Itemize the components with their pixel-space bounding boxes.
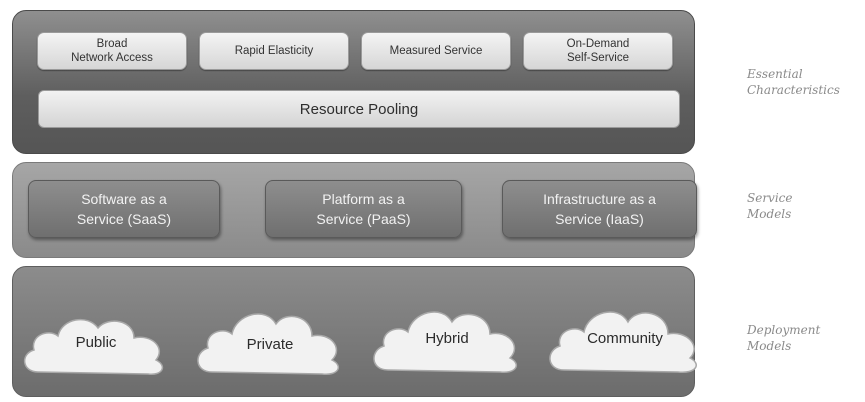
private-cloud: Private xyxy=(190,296,350,380)
cloud-icon xyxy=(197,313,340,375)
paas-box: Platform as a Service (PaaS) xyxy=(265,180,462,238)
hybrid-label: Hybrid xyxy=(425,330,469,347)
broad-network-access-box: Broad Network Access xyxy=(37,32,187,70)
resource-pooling-box: Resource Pooling xyxy=(38,90,680,128)
iaas-box: Infrastructure as a Service (IaaS) xyxy=(502,180,697,238)
measured-service-box: Measured Service xyxy=(361,32,511,70)
rapid-elasticity-box: Rapid Elasticity xyxy=(199,32,349,70)
service-models-label: Service Models xyxy=(747,191,793,221)
on-demand-self-service-box: On-Demand Self-Service xyxy=(523,32,673,70)
cloud-icon xyxy=(24,318,164,375)
community-label: Community xyxy=(587,330,663,347)
cloud-icon xyxy=(373,311,518,373)
deployment-models-label: Deployment Models xyxy=(747,323,821,353)
private-label: Private xyxy=(246,336,294,353)
public-cloud: Public xyxy=(16,300,176,380)
community-cloud: Community xyxy=(542,292,708,378)
hybrid-cloud: Hybrid xyxy=(366,294,528,378)
essential-characteristics-label: Essential Characteristics xyxy=(747,67,840,97)
cloud-icon xyxy=(549,311,697,373)
saas-box: Software as a Service (SaaS) xyxy=(28,180,220,238)
public-label: Public xyxy=(75,334,117,351)
